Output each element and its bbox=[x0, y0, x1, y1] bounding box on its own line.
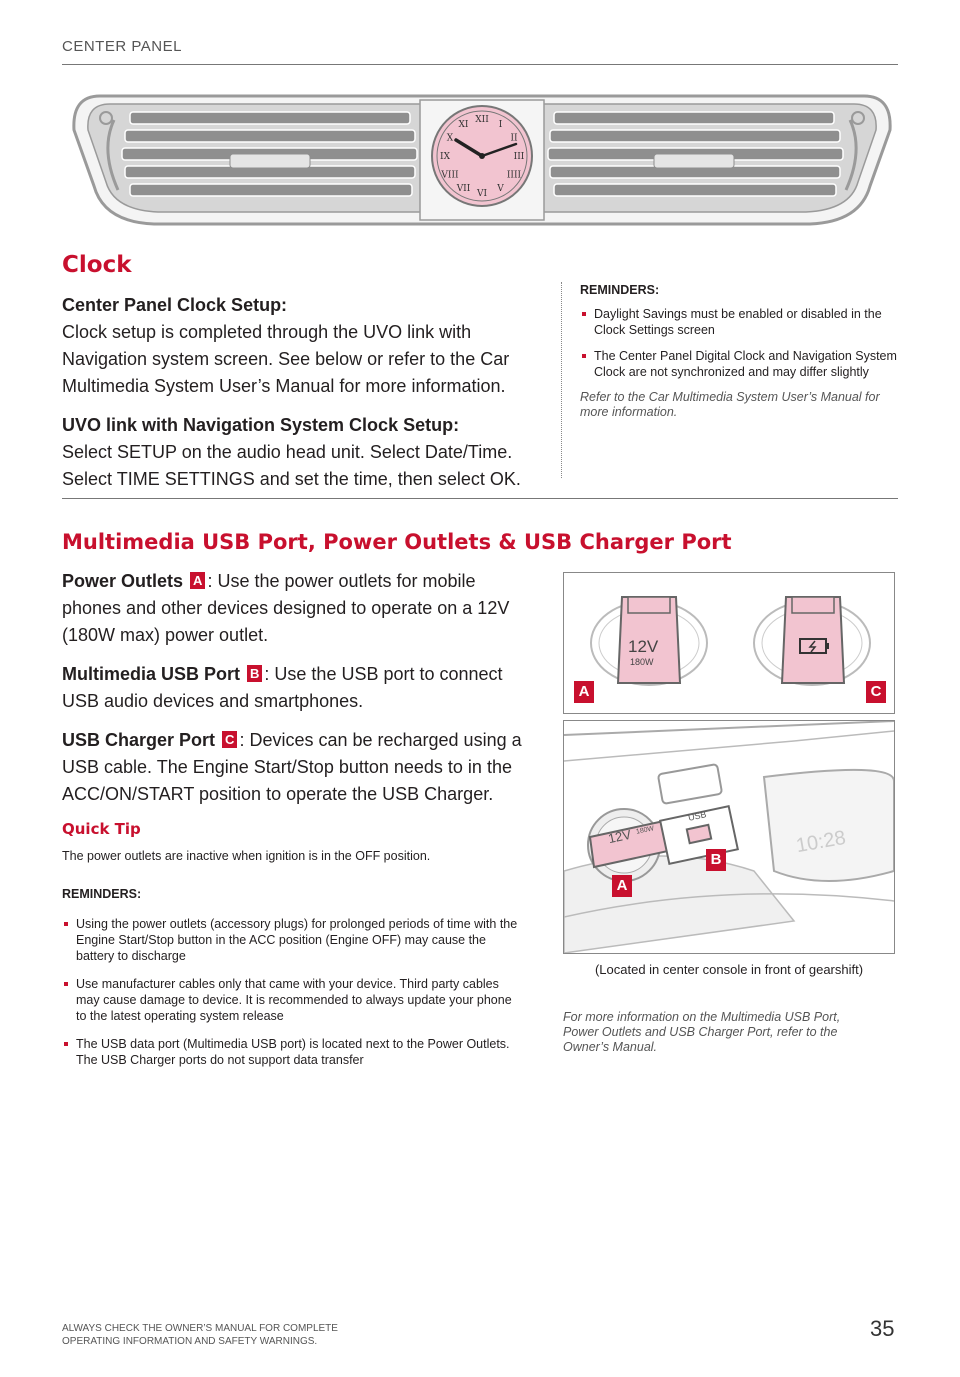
clock-title: Clock bbox=[62, 252, 132, 278]
usb-reminders-list: Using the power outlets (accessory plugs… bbox=[62, 916, 522, 1068]
multimedia-usb-heading: Multimedia USB Port bbox=[62, 664, 241, 684]
clock-numeral: VII bbox=[456, 184, 471, 194]
clock-numeral: VIII bbox=[440, 171, 459, 181]
quick-tip-text: The power outlets are inactive when igni… bbox=[62, 849, 431, 863]
quick-tip-heading: Quick Tip bbox=[62, 820, 141, 838]
section-rule bbox=[62, 498, 898, 499]
clock-numeral: VI bbox=[476, 189, 487, 199]
list-item: Using the power outlets (accessory plugs… bbox=[62, 916, 522, 964]
clock-reminders-heading: REMINDERS: bbox=[580, 283, 660, 297]
outlet-drawing bbox=[590, 596, 871, 686]
usb-description: Power Outlets A: Use the power outlets f… bbox=[62, 568, 532, 808]
clock-setup-text: Clock setup is completed through the UVO… bbox=[62, 322, 510, 396]
page-number: 35 bbox=[870, 1316, 895, 1341]
clock-setup-heading: Center Panel Clock Setup: bbox=[62, 295, 288, 315]
usb-charger-text: : Devices can be recharged using a USB c… bbox=[62, 730, 522, 804]
clock-reminders: REMINDERS: Daylight Savings must be enab… bbox=[580, 282, 900, 420]
label-a: A bbox=[574, 681, 594, 703]
usb-reminders-heading: REMINDERS: bbox=[62, 887, 142, 901]
list-item: The USB data port (Multimedia USB port) … bbox=[62, 1036, 522, 1068]
outlet-180w-label: 180W bbox=[630, 657, 654, 667]
clock-numeral: XI bbox=[459, 120, 469, 130]
badge-c: C bbox=[222, 731, 238, 748]
usb-reminders: REMINDERS: Using the power outlets (acce… bbox=[62, 886, 522, 1078]
usb-more-info: For more information on the Multimedia U… bbox=[563, 1010, 841, 1054]
clock-numeral: X bbox=[447, 134, 454, 144]
multimedia-usb-paragraph: Multimedia USB Port B: Use the USB port … bbox=[62, 661, 532, 715]
label-c: C bbox=[866, 681, 886, 703]
reminders-divider bbox=[561, 282, 562, 478]
clock-reminders-list: Daylight Savings must be enabled or disa… bbox=[580, 306, 900, 380]
clock-numeral: XII bbox=[475, 115, 489, 125]
clock-refer-note: Refer to the Car Multimedia System User’… bbox=[580, 390, 880, 419]
section-label: CENTER PANEL bbox=[62, 38, 182, 55]
clock-numeral: IIII bbox=[507, 171, 522, 181]
list-item: Use manufacturer cables only that came w… bbox=[62, 976, 522, 1024]
clock-numeral: I bbox=[499, 120, 503, 130]
list-item: The Center Panel Digital Clock and Navig… bbox=[580, 348, 900, 380]
uvo-setup-text: Select SETUP on the audio head unit. Sel… bbox=[62, 442, 521, 489]
list-item: Daylight Savings must be enabled or disa… bbox=[580, 306, 900, 338]
outlet-12v-label: 12V bbox=[628, 637, 659, 656]
badge-a: A bbox=[190, 572, 206, 589]
usb-charger-heading: USB Charger Port bbox=[62, 730, 216, 750]
badge-b: B bbox=[247, 665, 263, 682]
clock-numeral: II bbox=[510, 134, 518, 144]
outlets-illustration: 12V 180W A C bbox=[563, 572, 895, 714]
clock-numeral: IX bbox=[440, 152, 451, 162]
clock-numeral: V bbox=[496, 184, 504, 194]
multimedia-usb-text: : Use the USB port to connect USB audio … bbox=[62, 664, 503, 711]
console-caption: (Located in center console in front of g… bbox=[594, 962, 864, 977]
usb-charger-paragraph: USB Charger Port C: Devices can be recha… bbox=[62, 727, 532, 808]
power-outlets-heading: Power Outlets bbox=[62, 571, 184, 591]
footer-warning: ALWAYS CHECK THE OWNER’S MANUAL FOR COMP… bbox=[62, 1323, 338, 1347]
header-rule bbox=[62, 64, 898, 65]
clock-setup-block: Center Panel Clock Setup: Clock setup is… bbox=[62, 292, 522, 493]
console-illustration: 12V 180W USB 10:28 B A bbox=[563, 720, 895, 954]
label-a-console: A bbox=[612, 875, 632, 897]
clock-numeral: III bbox=[514, 152, 525, 162]
power-outlets-text: : Use the power outlets for mobile phone… bbox=[62, 571, 510, 645]
power-outlets-paragraph: Power Outlets A: Use the power outlets f… bbox=[62, 568, 532, 649]
usb-title: Multimedia USB Port, Power Outlets & USB… bbox=[62, 530, 732, 554]
label-b: B bbox=[706, 849, 726, 871]
uvo-setup-heading: UVO link with Navigation System Clock Se… bbox=[62, 415, 460, 435]
